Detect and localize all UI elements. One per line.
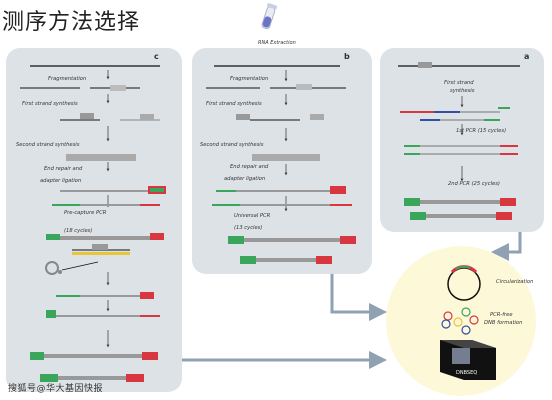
watermark: 搜狐号@华大基因快报 (8, 384, 104, 394)
a-step-2nd-pcr: 2nd PCR (25 cycles) (448, 181, 500, 187)
c-step-end-repair: End repair and (44, 166, 83, 172)
dnb-formation-label: DNB formation (484, 320, 523, 326)
panel-c-molecules (20, 65, 166, 382)
c-step-pre-capture-pcr: Pre-capture PCR (64, 210, 107, 216)
circularization-label: Circularization (496, 279, 534, 285)
b-step-first-strand: First strand synthesis (206, 101, 262, 107)
rna-extraction-label: RNA Extraction (258, 40, 296, 46)
c-step-first-strand: First strand synthesis (22, 101, 78, 107)
b-step-fragmentation: Fragmentation (230, 76, 269, 82)
b-step-adapter-ligation: adapter ligation (224, 176, 266, 182)
a-step-first-strand: First strand (444, 80, 474, 86)
dnb-coils (441, 307, 479, 335)
panel-b-molecules (206, 65, 356, 264)
panel-a-molecules (398, 62, 520, 220)
a-step-1st-pcr: 1st PCR (15 cycles) (456, 128, 507, 134)
panel-b-label: b (344, 52, 350, 61)
panel-a-label: a (524, 52, 530, 61)
b-step-cycles: (13 cycles) (234, 225, 263, 231)
b-step-end-repair: End repair and (230, 164, 269, 170)
a-step-synthesis: synthesis (450, 88, 475, 94)
c-step-fragmentation: Fragmentation (48, 76, 87, 82)
c-step-adapter-ligation: adapter ligation (40, 178, 82, 184)
page-title: 测序方法选择 (2, 10, 141, 35)
b-step-second-strand: Second strand synthesis (200, 142, 264, 148)
c-step-cycles: (18 cycles) (64, 228, 93, 234)
b-step-universal-pcr: Universal PCR (234, 213, 271, 219)
panel-c (6, 48, 182, 392)
connector-arrows (182, 232, 522, 369)
circle-molecules (440, 265, 496, 380)
pcr-free-label: PCR-free (490, 312, 513, 318)
instrument-label: DNBSEQ (456, 370, 478, 376)
c-step-second-strand: Second strand synthesis (16, 142, 80, 148)
panel-c-label: c (154, 52, 159, 61)
